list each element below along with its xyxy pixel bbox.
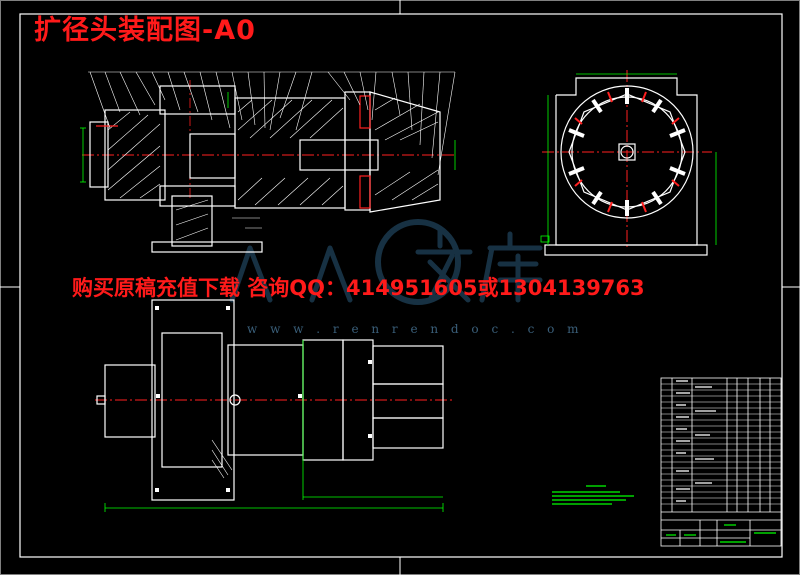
top-view [95,299,455,512]
side-view [540,70,717,256]
technical-notes [552,485,634,505]
drawing-title: 扩径头装配图-A0 [34,15,256,46]
title-block [660,377,782,547]
front-section-view [80,71,456,253]
title-block-accent [666,524,776,543]
parts-list-entries [676,380,716,502]
drawing-border [19,13,783,558]
parts-list-rows [661,383,781,505]
watermark-url: w w w . r e n r e n d o c . c o m [247,322,584,336]
promo-banner: 购买原稿充值下载 咨询QQ：414951605或1304139763 [72,276,645,300]
watermark-logo [229,219,543,305]
